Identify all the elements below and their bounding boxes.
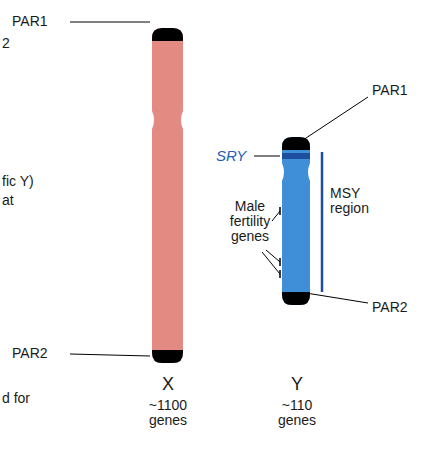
chromosome-name: Y — [277, 374, 317, 394]
gene-label: SRY — [216, 148, 246, 163]
sry-band — [282, 153, 310, 159]
par-cap — [150, 26, 185, 41]
leader-line — [272, 211, 280, 221]
leader-line — [306, 293, 368, 303]
cut-text: fic Y) — [2, 174, 34, 189]
x-chromosome — [150, 26, 185, 365]
cut-text: d for — [2, 391, 30, 406]
region-label: MSY region — [330, 186, 390, 216]
leader-line — [303, 97, 368, 140]
region-label: PAR1 — [12, 14, 48, 29]
leader-line — [70, 354, 150, 356]
cut-text: at — [2, 193, 14, 208]
region-label: PAR1 — [372, 83, 408, 98]
cut-text: 2 — [2, 36, 10, 51]
leader-line — [70, 22, 150, 23]
par-cap — [150, 350, 185, 365]
chromosome-name: X — [148, 374, 188, 394]
y-chromosome — [280, 135, 312, 307]
gene-count: ~110 genes — [273, 398, 321, 428]
chromosome-body — [152, 28, 183, 363]
leader-line — [262, 252, 280, 274]
region-label: PAR2 — [12, 346, 48, 361]
leader-line — [254, 156, 280, 157]
tbar-end — [279, 207, 281, 215]
tbar-end — [279, 270, 281, 278]
gene-count: ~1100 genes — [144, 398, 192, 428]
tbar-end — [279, 258, 281, 266]
chromosome-body — [282, 137, 310, 305]
region-label: PAR2 — [372, 300, 408, 315]
gene-label: Male fertility genes — [220, 199, 280, 244]
msy-bracket — [321, 152, 324, 292]
par-cap — [280, 292, 312, 307]
